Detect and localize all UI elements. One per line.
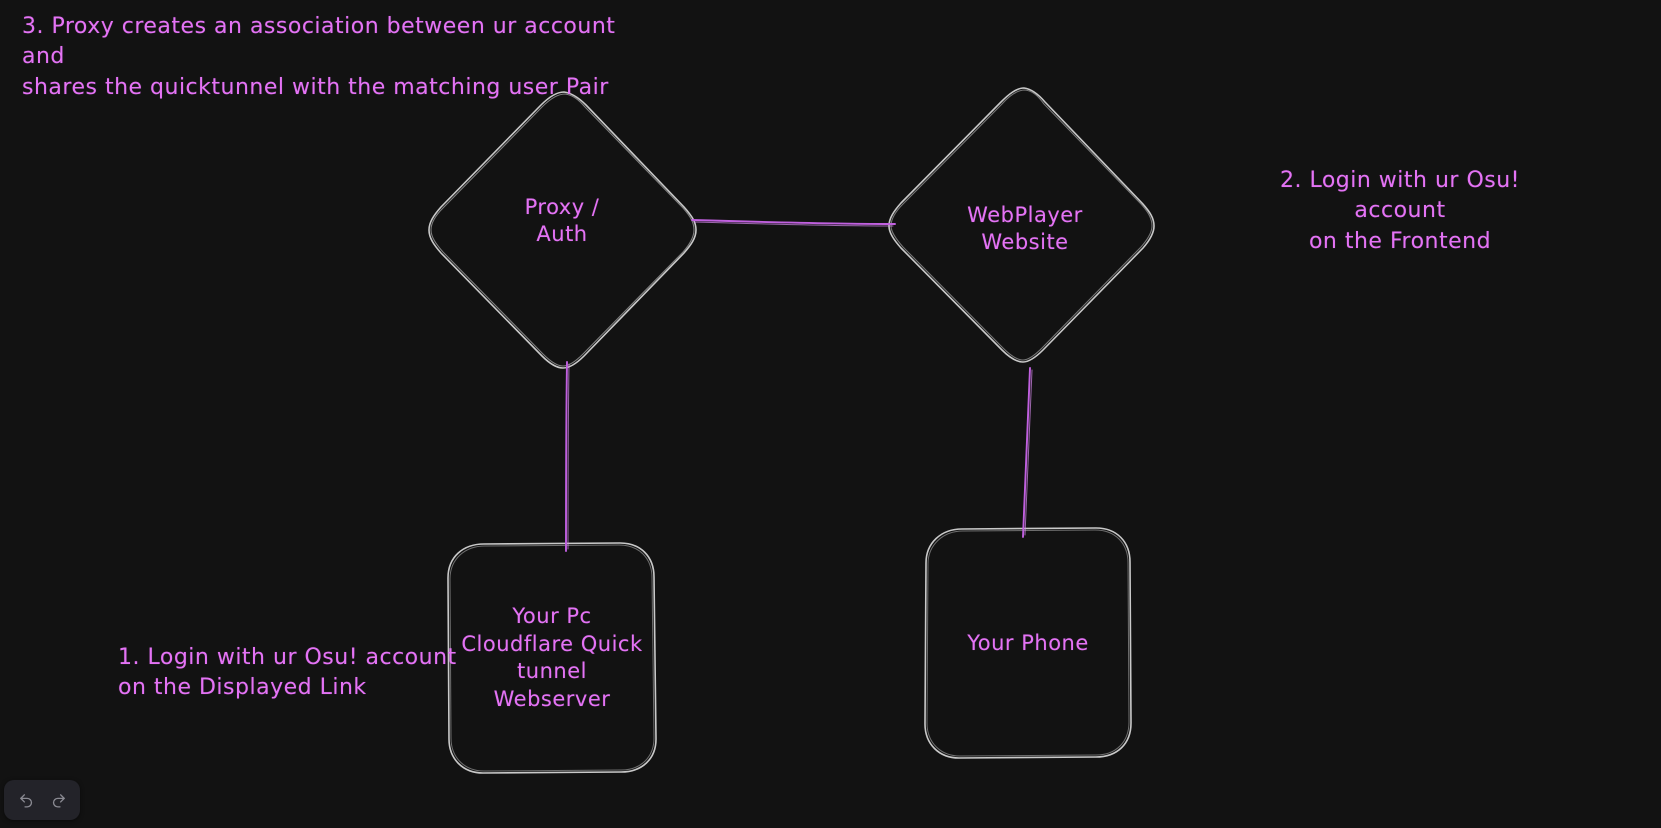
history-toolbar <box>4 780 80 820</box>
redo-icon <box>50 792 67 809</box>
shape-your-phone[interactable] <box>924 527 1132 759</box>
shape-your-pc[interactable] <box>447 542 657 774</box>
shape-proxy-auth[interactable] <box>428 91 697 369</box>
shape-webplayer-website[interactable] <box>888 87 1155 363</box>
connector-proxy-to-your-pc[interactable] <box>565 361 570 552</box>
undo-button[interactable] <box>12 787 40 813</box>
undo-icon <box>18 792 35 809</box>
redo-button[interactable] <box>44 787 72 813</box>
connector-proxy-to-webplayer[interactable] <box>691 219 896 227</box>
connector-webplayer-to-your-phone[interactable] <box>1022 367 1033 538</box>
